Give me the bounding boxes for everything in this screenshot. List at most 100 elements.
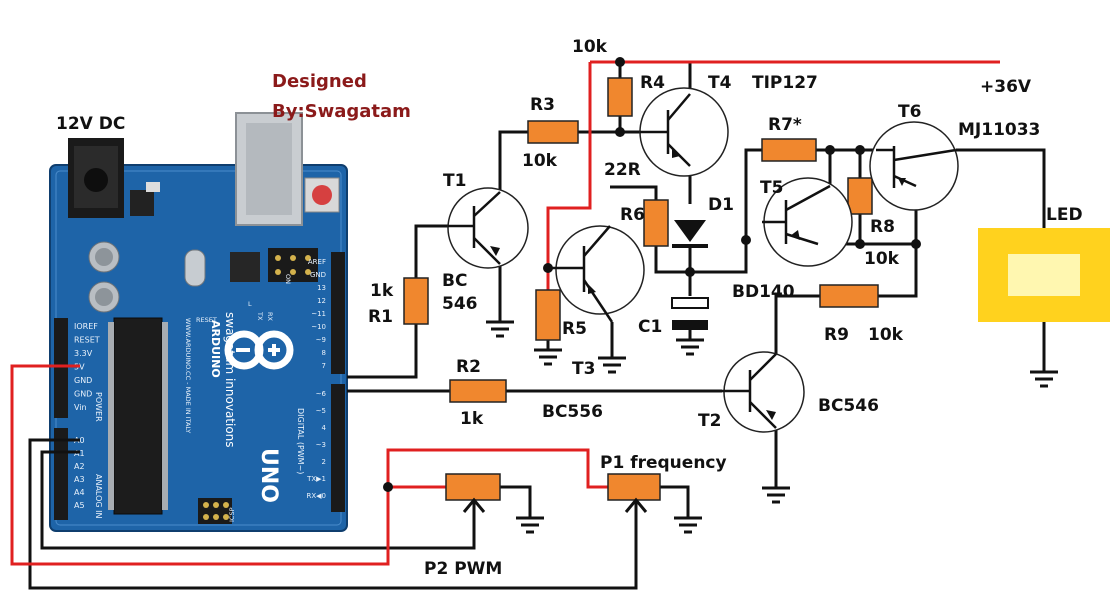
resistor-r9 — [819, 284, 879, 308]
ground-icon — [676, 338, 704, 356]
ground-icon — [486, 320, 514, 338]
r3-name: R3 — [530, 95, 555, 115]
power-header-label: POWER — [94, 392, 103, 422]
transistors — [447, 87, 959, 433]
board-brand: ARDUINO — [209, 320, 222, 378]
t3-part: BC556 — [542, 402, 603, 422]
icsp-header-bottom — [198, 498, 232, 524]
ground-icon — [516, 516, 544, 534]
r6-name: R6 — [620, 205, 645, 225]
board-name: UNO — [256, 448, 281, 503]
ground-icon — [674, 516, 702, 534]
resistor-r6 — [643, 199, 669, 247]
schematic-labels: Designed By:Swagatam 12V DC +36V T1 BC 5… — [56, 37, 1083, 579]
t4-name: T4 — [708, 73, 732, 93]
icsp-label: ICSP — [228, 507, 236, 522]
diode-d1 — [672, 220, 708, 248]
dc-power-jack — [68, 138, 124, 218]
t2-name: T2 — [698, 411, 721, 431]
r9-name: R9 — [824, 325, 849, 345]
digital-pin-label: 7 — [322, 362, 326, 370]
digital-pin-label: ~5 — [316, 407, 326, 415]
resistor-r4 — [607, 77, 633, 117]
resistor-r7 — [761, 138, 817, 162]
supply-voltage-label: +36V — [980, 77, 1032, 97]
r9-value: 10k — [868, 325, 904, 345]
digital-pin-label: 13 — [317, 284, 326, 292]
r2-value: 1k — [460, 409, 484, 429]
power-pin-label: IOREF — [74, 322, 98, 331]
r2-name: R2 — [456, 357, 481, 377]
digital-pin-label: 4 — [322, 424, 327, 432]
t1-part-a: BC — [442, 271, 467, 291]
tx-led-label: TX — [256, 311, 264, 321]
ground-icon — [534, 348, 562, 366]
t1-name: T1 — [443, 171, 466, 191]
resistor-r5 — [535, 289, 561, 341]
r8-name: R8 — [870, 217, 895, 237]
transistor-t1 — [447, 187, 529, 269]
power-pin-label: 3.3V — [74, 349, 93, 358]
led-load — [978, 228, 1110, 322]
r1-value: 1k — [370, 281, 394, 301]
t5-part: BD140 — [732, 282, 795, 302]
power-pin-label: GND — [74, 390, 92, 399]
reset-label: RESET — [196, 316, 217, 324]
digital-pin-label: RX◀0 — [307, 492, 327, 500]
r6-value: 22R — [604, 160, 641, 180]
digital-pin-label: 8 — [322, 349, 326, 357]
resistor-r1 — [403, 277, 429, 325]
transistor-arrows — [490, 148, 906, 420]
digital-header-label: DIGITAL (PWM~) — [296, 408, 305, 474]
digital-pin-label: GND — [310, 271, 326, 279]
digital-pin-label: ~11 — [311, 310, 326, 318]
t5-name: T5 — [760, 178, 783, 198]
voltage-regulator — [130, 190, 154, 216]
capacitor-c1 — [671, 297, 709, 330]
ground-icon — [1030, 370, 1058, 388]
credit-line-1: Designed — [272, 71, 367, 92]
digital-pin-label: 12 — [317, 297, 326, 305]
digital-pin-label: ~6 — [316, 390, 327, 398]
resistor-r2 — [449, 379, 507, 403]
r5-name: R5 — [562, 319, 587, 339]
rx-led-label: RX — [266, 312, 274, 322]
power-pin-label: Vin — [74, 403, 87, 412]
board-capacitors — [88, 241, 120, 313]
t2-part: BC546 — [818, 396, 879, 416]
potentiometer-p1 — [607, 473, 661, 501]
resistors — [403, 77, 879, 501]
resistor-r3 — [527, 120, 579, 144]
digital-pin-label: AREF — [308, 258, 326, 266]
dc-input-label: 12V DC — [56, 114, 125, 134]
digital-pin-label: TX▶1 — [306, 475, 326, 483]
icsp-header-top — [268, 248, 318, 282]
ground-icon — [762, 486, 790, 504]
ground-symbols — [486, 320, 1058, 534]
arduino-uno-board: UNO ARDUINO swagatam innovations WWW.ARD… — [49, 112, 348, 532]
digital-pin-label: ~9 — [316, 336, 326, 344]
digital-pin-label: ~10 — [311, 323, 326, 331]
r3-value: 10k — [522, 151, 558, 171]
board-maker: swagatam innovations — [223, 312, 237, 448]
reset-button[interactable] — [304, 177, 340, 213]
r7-name: R7* — [768, 115, 802, 135]
junction-dots — [383, 57, 921, 492]
potentiometer-p2 — [445, 473, 501, 501]
p2-label: P2 PWM — [424, 559, 502, 579]
resistor-r8 — [847, 177, 873, 215]
analog-pin-label: A3 — [74, 475, 85, 484]
transistor-t3 — [555, 225, 645, 315]
l-led-label: L — [248, 300, 252, 308]
usb-connector — [235, 112, 303, 226]
d1-name: D1 — [708, 195, 734, 215]
r4-value: 10k — [572, 37, 608, 57]
crystal-oscillator — [184, 249, 206, 287]
analog-header-label: ANALOG IN — [94, 474, 103, 519]
transistor-symbols — [448, 93, 957, 429]
credit-line-2: By:Swagatam — [272, 101, 411, 122]
atmega-microcontroller — [108, 317, 168, 515]
p1-label: P1 frequency — [600, 453, 727, 473]
